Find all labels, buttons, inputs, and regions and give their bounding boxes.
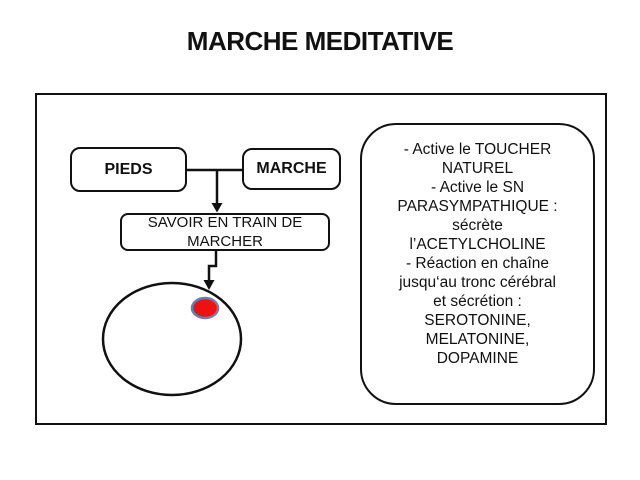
page-title: MARCHE MEDITATIVE [186,26,454,56]
node-pieds: PIEDS [70,147,187,192]
panel-line: - Active le SN [430,179,525,196]
node-marche-label: MARCHE [256,160,327,177]
node-savoir-label: SAVOIR EN TRAIN DE MARCHER [147,214,303,250]
panel-line: SEROTONINE, [424,312,531,329]
panel-line: jusqu‘au tronc cérébral [399,274,556,291]
panel-line: l’ACETYLCHOLINE [409,236,546,253]
panel-line: - Réaction en chaîne [405,255,550,272]
node-savoir: SAVOIR EN TRAIN DE MARCHER [120,213,330,251]
panel-line: PARASYMPATHIQUE : [397,198,558,215]
panel-line: DOPAMINE [436,350,519,367]
panel-line: MELATONINE, [425,331,530,348]
panel-line: et sécrétion : [433,293,522,310]
node-marche: MARCHE [242,148,341,190]
info-panel: - Active le TOUCHER NATUREL - Active le … [360,123,595,405]
panel-line: - Active le TOUCHER [403,141,552,158]
panel-line: sécrète [452,217,503,234]
panel-line: NATUREL [441,160,514,177]
node-pieds-label: PIEDS [104,160,153,178]
